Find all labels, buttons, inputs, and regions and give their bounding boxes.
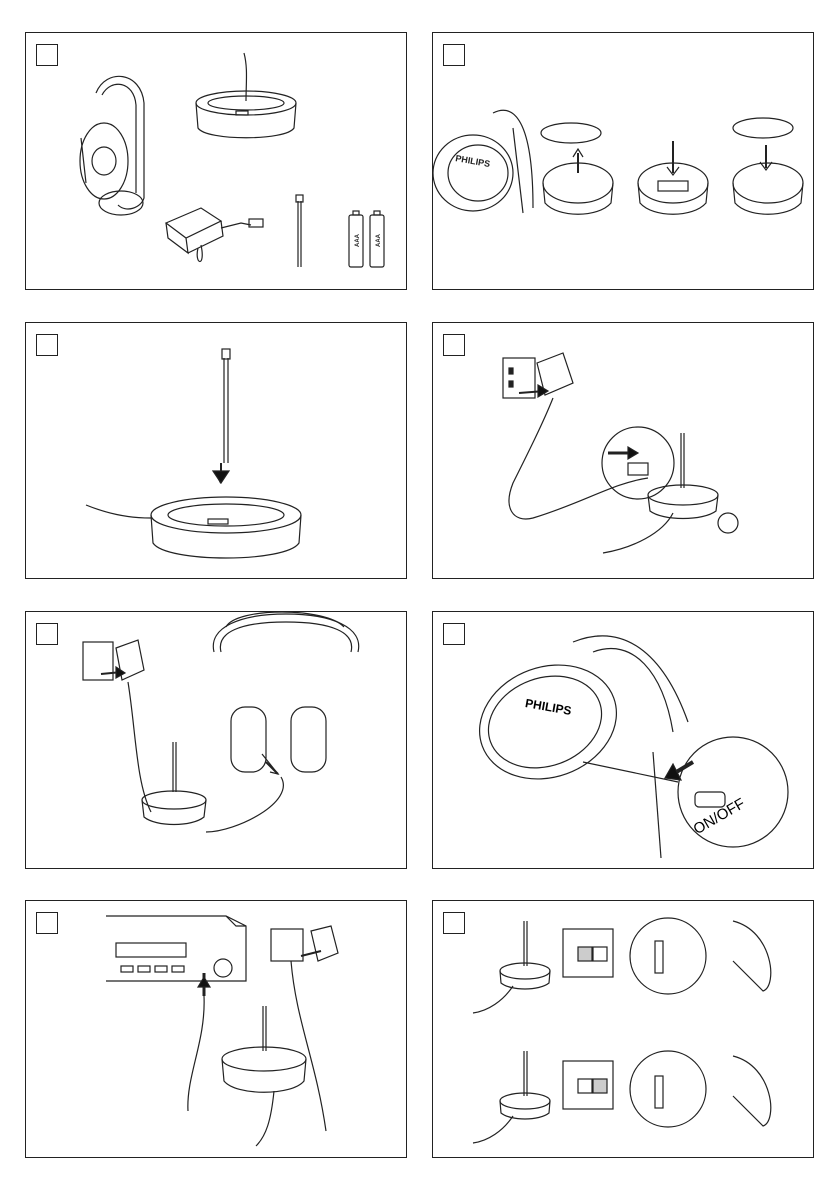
- step-panel-8: [432, 900, 814, 1158]
- step-panel-7: [25, 900, 407, 1158]
- step-panel-5: [25, 611, 407, 869]
- power-adapter-illustration: [166, 208, 263, 262]
- battery-insertion-illustration: PHILIPS: [433, 33, 813, 289]
- audio-connection-illustration: [26, 901, 406, 1157]
- charging-illustration: [26, 612, 406, 868]
- step-panel-1: AAA AAA: [25, 32, 407, 290]
- power-connection-illustration: [433, 323, 813, 578]
- channel-setting-top: [473, 918, 771, 1013]
- step-panel-2: PHILIPS: [432, 32, 814, 290]
- transmitter-illustration: [196, 53, 296, 138]
- brand-label: PHILIPS: [455, 153, 491, 169]
- antenna-illustration: [296, 195, 303, 267]
- channel-selection-illustration: [433, 901, 813, 1157]
- battery-compartment-closing: [733, 118, 803, 214]
- channel-setting-bottom: [473, 1051, 771, 1143]
- power-switch-illustration: [433, 612, 813, 868]
- battery-compartment-loading: [638, 141, 708, 214]
- step-panel-3: [25, 322, 407, 579]
- battery-compartment-open: [541, 123, 613, 214]
- antenna-insertion-illustration: [26, 323, 406, 578]
- battery-label: AAA: [355, 233, 361, 247]
- step-panel-6: PHILIPS ON/OFF: [432, 611, 814, 869]
- headphones-illustration: [80, 76, 144, 215]
- step-panel-4: [432, 322, 814, 579]
- battery-label: AAA: [376, 233, 382, 247]
- contents-illustration: AAA AAA: [26, 33, 406, 289]
